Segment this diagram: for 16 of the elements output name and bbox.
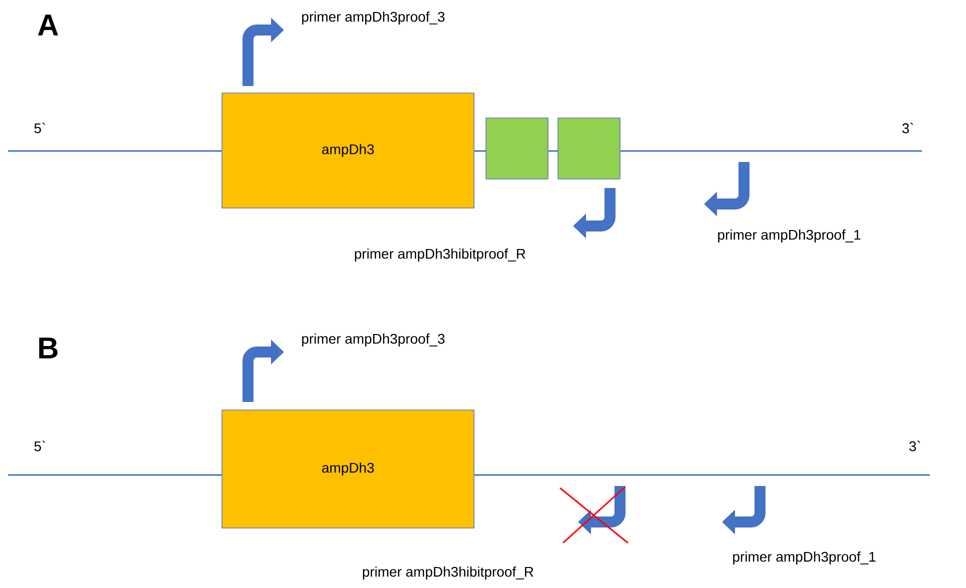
gene-box: ampDh3 [222, 410, 474, 528]
label: 3` [909, 440, 920, 452]
label: 5` [34, 122, 46, 134]
label: 5` [34, 440, 46, 452]
label: primer ampDh3hibitproof_R [354, 248, 526, 262]
tag-box [558, 118, 620, 180]
tag-box [486, 118, 548, 180]
label: primer ampDh3proof_1 [733, 551, 876, 565]
label: 3` [902, 122, 914, 134]
label: primer ampDh3hibitproof_R [362, 566, 534, 580]
gene-box: ampDh3 [222, 92, 474, 208]
panel-letter: A [38, 14, 58, 36]
label: primer ampDh3proof_3 [302, 11, 444, 25]
label: primer ampDh3proof_3 [302, 333, 444, 347]
label: primer ampDh3proof_1 [718, 229, 860, 243]
panel-letter: B [39, 338, 58, 358]
